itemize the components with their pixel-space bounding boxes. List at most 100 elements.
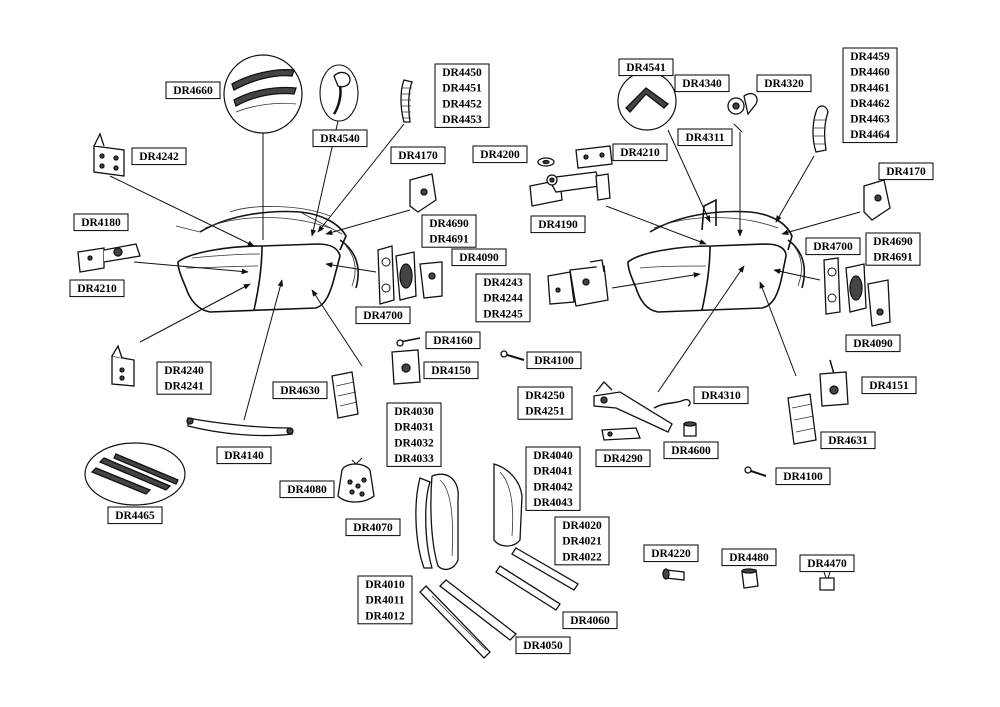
label-group-dr4660: DR4660 (165, 81, 221, 100)
window-channels-inset (84, 442, 186, 506)
part-number-label: DR4311 (686, 132, 725, 144)
weatherstrip-inset (223, 54, 303, 134)
label-box (434, 63, 490, 128)
label-group-dr4540: DR4540 (312, 129, 368, 148)
label-box (272, 381, 328, 400)
label-box (663, 441, 719, 460)
label-group-dr4090-right: DR4090 (845, 334, 901, 353)
label-group-dr4320: DR4320 (756, 74, 812, 93)
label-box (805, 237, 861, 256)
inner-handle-part (601, 427, 641, 441)
part-number-label: DR4251 (525, 406, 565, 418)
hinge-plate-part (93, 132, 125, 177)
part-number-label: DR4310 (701, 390, 741, 402)
label-box (107, 506, 163, 525)
part-number-label: DR4463 (850, 114, 890, 126)
screw-part-lower (744, 466, 767, 477)
part-number-label: DR4290 (603, 453, 643, 465)
part-number-label: DR4245 (483, 308, 523, 320)
part-number-label: DR4480 (729, 552, 769, 564)
part-number-label: DR4243 (483, 277, 523, 289)
lower-channel-part (419, 579, 517, 659)
label-box (530, 215, 586, 234)
label-box (312, 129, 368, 148)
label-group-dr4140: DR4140 (216, 446, 272, 465)
part-number-label: DR4190 (538, 219, 578, 231)
label-box (472, 145, 528, 164)
left-car-body (175, 206, 359, 313)
part-number-label: DR4450 (442, 67, 482, 79)
label-box (693, 386, 749, 405)
label-box (421, 214, 477, 248)
label-box (525, 446, 581, 511)
label-box (861, 376, 917, 395)
label-box (216, 446, 272, 465)
part-number-label: DR4541 (626, 62, 666, 74)
label-box (799, 554, 855, 573)
label-group-dr4180: DR4180 (73, 213, 129, 232)
label-box (618, 58, 674, 77)
label-box (677, 128, 733, 147)
label-group-dr4100-top: DR4100 (526, 351, 582, 370)
part-number-label: DR4033 (394, 453, 434, 465)
grommet-part (741, 568, 759, 589)
part-number-label: DR4080 (287, 484, 327, 496)
hinge-part (77, 243, 141, 273)
part-number-label: DR4210 (620, 147, 660, 159)
part-number-label: DR4151 (869, 380, 909, 392)
part-number-label: DR4140 (224, 450, 264, 462)
label-group-dr4100-bottom: DR4100 (775, 467, 831, 486)
right-car-body (627, 198, 806, 313)
part-number-label: DR4470 (807, 558, 847, 570)
label-box (820, 431, 876, 450)
label-group-dr4151: DR4151 (861, 376, 917, 395)
part-number-label: DR4240 (164, 365, 204, 377)
part-number-label: DR4010 (365, 579, 405, 591)
label-box (674, 74, 730, 93)
label-group-dr4290: DR4290 (595, 449, 651, 468)
part-number-label: DR4320 (764, 78, 804, 90)
label-box (451, 248, 507, 267)
lock-plates-part (377, 245, 443, 305)
part-number-label: DR4700 (813, 241, 853, 253)
label-box (554, 516, 610, 566)
label-box (73, 213, 129, 232)
label-box (386, 402, 442, 467)
lock-plate-part-right (787, 393, 817, 445)
part-number-label: DR4465 (115, 510, 155, 522)
leader-lines (109, 120, 861, 421)
label-group-dr4210-right: DR4210 (612, 143, 668, 162)
part-number-label: DR4160 (433, 335, 473, 347)
label-group-dr4310: DR4310 (693, 386, 749, 405)
label-group-dr4631: DR4631 (820, 431, 876, 450)
part-number-label: DR4241 (164, 381, 204, 393)
check-strap-part (186, 417, 294, 437)
label-box (279, 480, 335, 499)
label-group-dr4340: DR4340 (674, 74, 730, 93)
striker-plate-part-right (863, 179, 891, 221)
part-number-label: DR4630 (280, 385, 320, 397)
lower-hinge-part (111, 344, 135, 387)
part-number-label: DR4461 (850, 82, 890, 94)
part-number-label: DR4464 (850, 129, 890, 141)
label-group-dr4210-left: DR4210 (69, 279, 125, 298)
label-box (845, 334, 901, 353)
part-number-label: DR4242 (139, 151, 179, 163)
part-number-label: DR4462 (850, 98, 890, 110)
label-group-dr4090-left: DR4090 (451, 248, 507, 267)
label-box (357, 575, 413, 625)
label-box (595, 449, 651, 468)
part-number-label: DR4459 (850, 51, 890, 63)
part-number-label: DR4631 (828, 435, 868, 447)
part-number-label: DR4180 (81, 217, 121, 229)
label-box (390, 146, 446, 165)
part-number-label: DR4691 (873, 252, 913, 264)
